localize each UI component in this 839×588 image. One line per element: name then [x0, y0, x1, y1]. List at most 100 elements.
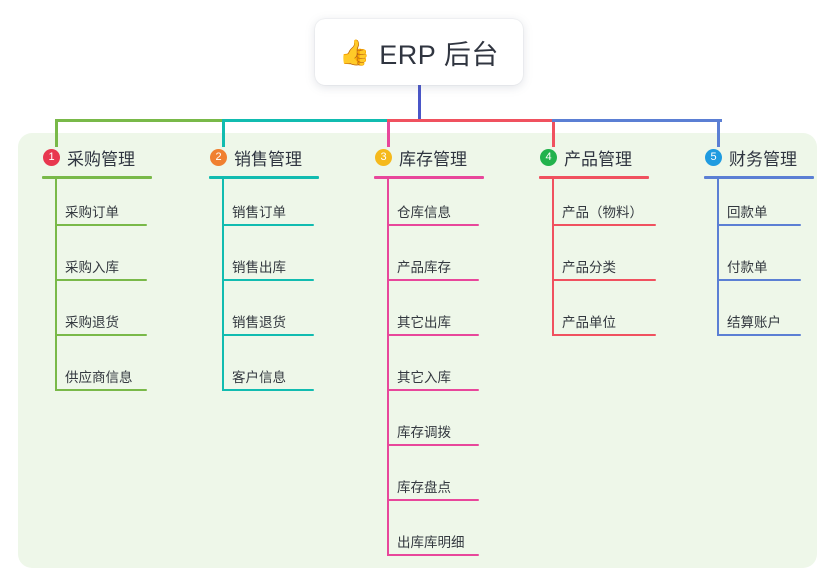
- branch-item-rule: [222, 389, 314, 391]
- branch-drop-1: [55, 119, 58, 147]
- branch-column-5: 5 财务管理回款单付款单结算账户: [698, 145, 814, 336]
- branch-item[interactable]: 库存盘点: [368, 454, 479, 509]
- branch-item[interactable]: 库存调拨: [368, 399, 479, 454]
- branch-item-label: 其它入库: [397, 370, 451, 385]
- branch-item-list: 仓库信息产品库存其它出库其它入库库存调拨库存盘点出库库明细: [368, 179, 479, 564]
- bus-segment-4: [387, 119, 557, 122]
- branch-title: 产品管理: [564, 149, 632, 169]
- branch-item[interactable]: 产品分类: [533, 234, 656, 289]
- branch-item-label: 销售退货: [232, 315, 286, 330]
- branch-item-rule: [387, 444, 479, 446]
- branch-item-rule: [222, 279, 314, 281]
- branch-item-rule: [222, 334, 314, 336]
- branch-item[interactable]: 销售退货: [203, 289, 314, 344]
- branch-item-label: 产品库存: [397, 260, 451, 275]
- branch-column-4: 4 产品管理产品（物料） 产品分类产品单位: [533, 145, 656, 336]
- trunk-line: [418, 85, 421, 121]
- branch-item[interactable]: 结算账户: [698, 289, 801, 344]
- branch-item-label: 采购入库: [65, 260, 119, 275]
- branch-item-rule: [55, 224, 147, 226]
- branch-item-label: 采购订单: [65, 205, 119, 220]
- branch-item-rule: [717, 334, 801, 336]
- branch-header-rule: [704, 176, 814, 179]
- branch-item[interactable]: 采购退货: [36, 289, 147, 344]
- branch-header-3[interactable]: 3 库存管理: [368, 145, 484, 179]
- branch-item-list: 回款单付款单结算账户: [698, 179, 801, 344]
- branch-item-label: 库存盘点: [397, 480, 451, 495]
- branch-item-rule: [387, 334, 479, 336]
- branch-item-list: 采购订单采购入库采购退货供应商信息: [36, 179, 147, 399]
- branch-item-rule: [717, 279, 801, 281]
- branch-item[interactable]: 付款单: [698, 234, 801, 289]
- branch-item-label: 结算账户: [727, 315, 781, 330]
- branch-item-label: 出库库明细: [397, 535, 465, 550]
- branch-title: 库存管理: [399, 149, 467, 169]
- branch-item-rule: [222, 224, 314, 226]
- branch-spine: [387, 179, 389, 556]
- branch-item[interactable]: 采购入库: [36, 234, 147, 289]
- branch-item-rule: [552, 334, 656, 336]
- branch-title: 财务管理: [729, 149, 797, 169]
- branch-header-rule: [42, 176, 152, 179]
- branch-item[interactable]: 销售出库: [203, 234, 314, 289]
- branch-item-label: 客户信息: [232, 370, 286, 385]
- branch-number-badge: 1: [43, 148, 60, 166]
- branch-spine: [55, 179, 57, 391]
- branch-item-list: 销售订单销售出库销售退货客户信息: [203, 179, 314, 399]
- branch-item-label: 供应商信息: [65, 370, 133, 385]
- branch-item-label: 产品（物料）: [562, 205, 643, 220]
- branch-item-label: 产品分类: [562, 260, 616, 275]
- branch-item-label: 仓库信息: [397, 205, 451, 220]
- branch-number-badge: 2: [210, 148, 227, 166]
- branch-number-badge: 4: [540, 148, 557, 166]
- branch-item-rule: [717, 224, 801, 226]
- bus-segment-5: [552, 119, 722, 122]
- branch-item-rule: [387, 389, 479, 391]
- branch-spine: [222, 179, 224, 391]
- branch-item[interactable]: 采购订单: [36, 179, 147, 234]
- branch-item-rule: [552, 279, 656, 281]
- root-node[interactable]: 👍 ERP 后台: [315, 19, 523, 85]
- branch-item-list: 产品（物料） 产品分类产品单位: [533, 179, 656, 344]
- branch-number-badge: 5: [705, 148, 722, 166]
- branch-title: 采购管理: [67, 149, 135, 169]
- branch-item-rule: [387, 224, 479, 226]
- bus-segment-1: [55, 119, 225, 122]
- branch-item-label: 产品单位: [562, 315, 616, 330]
- branch-item-label: 付款单: [727, 260, 768, 275]
- branch-header-1[interactable]: 1 采购管理: [36, 145, 152, 179]
- branch-drop-3: [387, 119, 390, 147]
- branch-column-1: 1 采购管理采购订单采购入库采购退货供应商信息: [36, 145, 152, 391]
- branch-column-3: 3 库存管理仓库信息产品库存其它出库其它入库库存调拨库存盘点出库库明细: [368, 145, 484, 556]
- branch-item-rule: [55, 334, 147, 336]
- branch-item-rule: [387, 554, 479, 556]
- branch-item-rule: [552, 224, 656, 226]
- branch-item[interactable]: 其它入库: [368, 344, 479, 399]
- branch-drop-4: [552, 119, 555, 147]
- branch-header-4[interactable]: 4 产品管理: [533, 145, 649, 179]
- branch-item-rule: [387, 279, 479, 281]
- branch-item[interactable]: 供应商信息: [36, 344, 147, 399]
- branch-item[interactable]: 客户信息: [203, 344, 314, 399]
- branch-item[interactable]: 其它出库: [368, 289, 479, 344]
- branch-item-rule: [387, 499, 479, 501]
- branch-item[interactable]: 产品（物料）: [533, 179, 656, 234]
- branch-spine: [552, 179, 554, 336]
- branch-item[interactable]: 产品库存: [368, 234, 479, 289]
- branch-header-5[interactable]: 5 财务管理: [698, 145, 814, 179]
- branch-item[interactable]: 回款单: [698, 179, 801, 234]
- branch-item[interactable]: 产品单位: [533, 289, 656, 344]
- branch-item-label: 销售订单: [232, 205, 286, 220]
- branch-item[interactable]: 仓库信息: [368, 179, 479, 234]
- branch-item-label: 库存调拨: [397, 425, 451, 440]
- branch-drop-2: [222, 119, 225, 147]
- branch-number-badge: 3: [375, 148, 392, 166]
- branch-item-label: 销售出库: [232, 260, 286, 275]
- branch-item[interactable]: 出库库明细: [368, 509, 479, 564]
- branch-item[interactable]: 销售订单: [203, 179, 314, 234]
- branch-header-rule: [209, 176, 319, 179]
